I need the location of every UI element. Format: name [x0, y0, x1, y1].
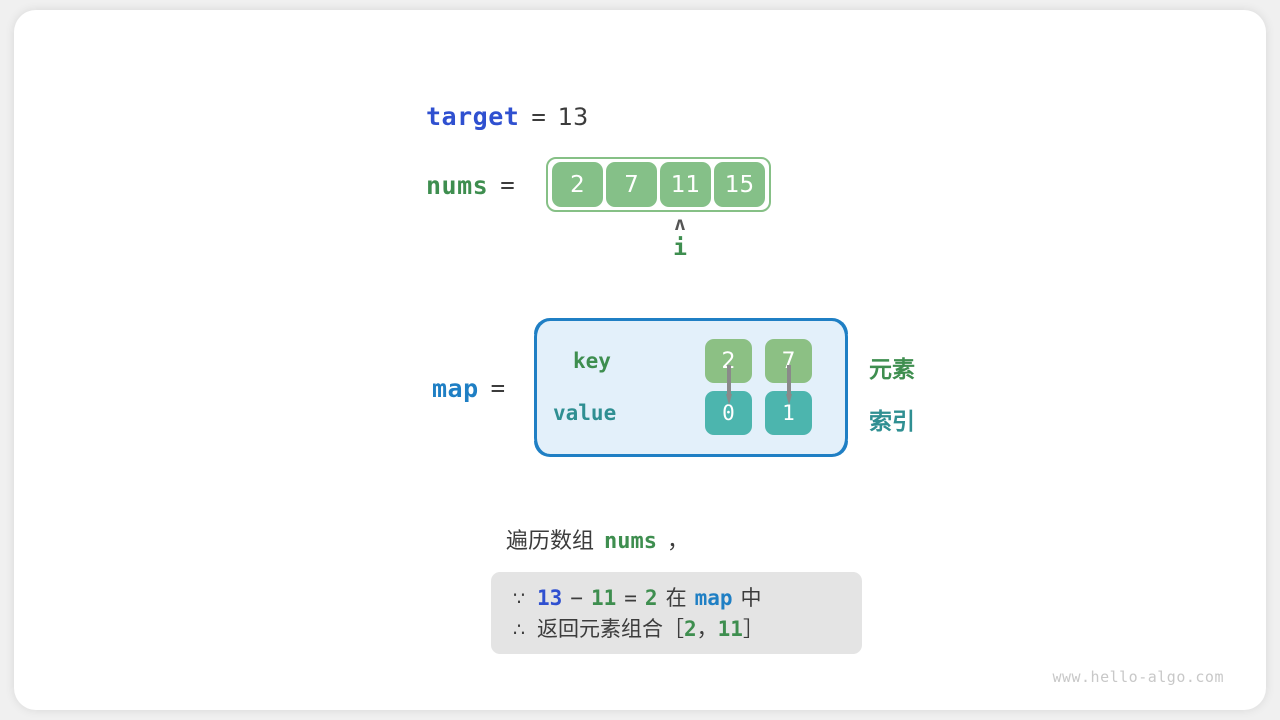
target-value: 13	[557, 103, 589, 131]
formula-map-label: map	[694, 586, 733, 610]
formula-bracket-close: ］	[742, 617, 764, 641]
formula-minus-sign: −	[570, 586, 583, 610]
formula-result-comma: ，	[696, 617, 718, 641]
index-pointer: ʌ i	[663, 215, 697, 263]
formula-current-value: 11	[590, 586, 617, 610]
map-equals-sign: =	[490, 374, 506, 402]
bracket-mask-top	[563, 321, 825, 329]
formula-tail-word: 中	[740, 586, 762, 610]
array-cell: 11	[660, 162, 711, 207]
key-to-value-arrow-icon	[726, 365, 732, 405]
explanation-code-nums: nums	[604, 529, 657, 554]
nums-row: nums =	[426, 167, 527, 203]
map-key-row-label: key	[573, 349, 611, 373]
nums-variable-label: nums	[426, 170, 489, 200]
therefore-symbol: ∴	[513, 619, 526, 641]
target-row: target = 13	[426, 102, 588, 136]
formula-complement-value: 2	[644, 586, 658, 610]
map-variable-label: map	[432, 373, 479, 403]
caret-up-icon: ʌ	[674, 213, 686, 235]
map-entry: 2 0	[705, 339, 752, 435]
nums-equals-sign: =	[500, 171, 515, 199]
formula-line-therefore: ∴ 返回元素组合 ［ 2 ， 11 ］	[513, 613, 840, 644]
formula-result-second: 11	[717, 617, 743, 641]
array-cell: 2	[552, 162, 603, 207]
formula-result-first: 2	[684, 617, 697, 641]
because-symbol: ∵	[513, 588, 526, 610]
explanation-suffix: ，	[667, 529, 690, 554]
map-entry: 7 1	[765, 339, 812, 435]
target-variable-label: target	[426, 102, 520, 131]
array-cell: 15	[714, 162, 765, 207]
formula-target-value: 13	[537, 586, 563, 610]
formula-box: ∵ 13 − 11 = 2 在 map 中 ∴ 返回元素组合 ［ 2 ， 11 …	[491, 572, 862, 654]
array-cell: 7	[606, 162, 657, 207]
explanation-line: 遍历数组 nums ，	[506, 523, 689, 555]
annotation-index: 索引	[869, 409, 915, 435]
target-equals-sign: =	[531, 103, 546, 131]
formula-equals-sign: =	[624, 586, 637, 610]
formula-bracket-open: ［	[663, 617, 684, 641]
pointer-label: i	[673, 235, 687, 261]
map-value-row-label: value	[553, 401, 617, 425]
key-to-value-arrow-icon	[786, 365, 792, 405]
watermark: www.hello-algo.com	[1052, 668, 1224, 686]
map-panel: key value 2 0 7 1	[534, 318, 848, 457]
map-row: map =	[432, 370, 517, 406]
formula-in-word: 在	[665, 586, 687, 610]
formula-result-text: 返回元素组合	[537, 617, 663, 641]
annotation-element: 元素	[869, 357, 915, 383]
nums-array-container: 2 7 11 15	[546, 157, 771, 212]
slide-card: target = 13 nums = 2 7 11 15 ʌ i map =	[14, 10, 1266, 710]
formula-line-because: ∵ 13 − 11 = 2 在 map 中	[513, 582, 840, 613]
bracket-mask-bottom	[563, 446, 825, 454]
explanation-prefix: 遍历数组	[506, 529, 595, 554]
